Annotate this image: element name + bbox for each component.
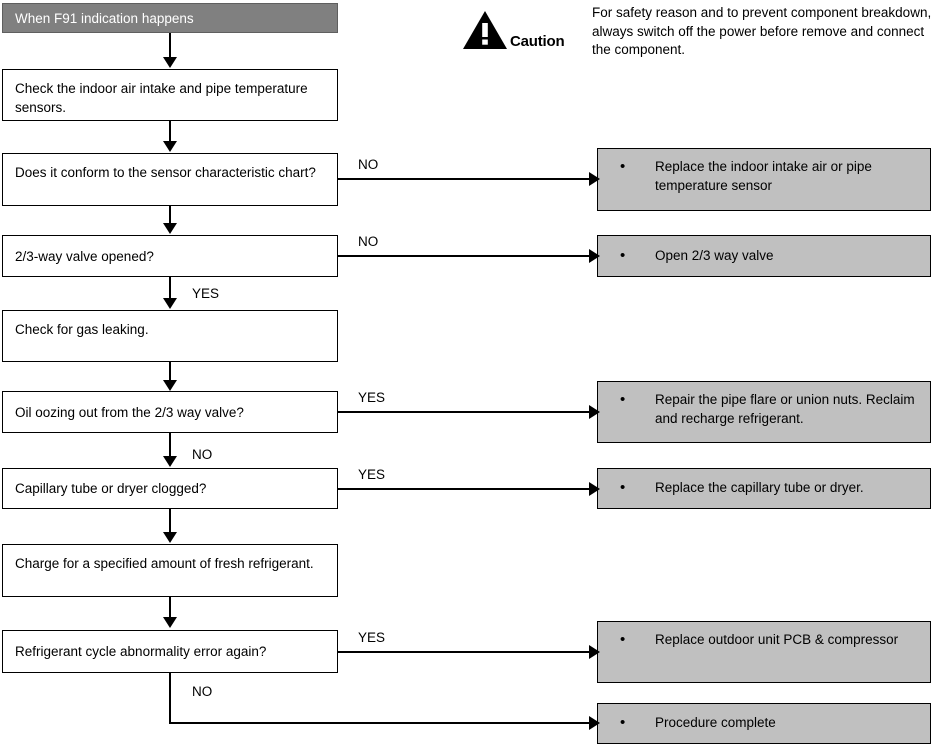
connector-check-sensors-to-conform — [169, 121, 171, 142]
arrowhead-down-3 — [163, 223, 177, 234]
flow-node-charge-refrigerant[interactable]: Charge for a specified amount of fresh r… — [2, 544, 338, 597]
arrowhead-down-5 — [163, 380, 177, 391]
edge-label-valve-yes: YES — [192, 286, 220, 301]
arrowhead-down-2 — [163, 141, 177, 152]
caution-message: For safety reason and to prevent compone… — [592, 5, 932, 57]
flow-node-valve-opened-label: 2/3-way valve opened? — [15, 249, 154, 264]
action-node-replace-sensor-bullet: • — [620, 158, 626, 175]
action-node-open-valve-label: Open 2/3 way valve — [655, 248, 774, 263]
action-node-repair-flare-bullet: • — [620, 391, 626, 408]
edge-label-cycle-no: NO — [192, 684, 213, 699]
action-node-replace-capillary-bullet: • — [620, 479, 626, 496]
flow-node-check-gas-leak[interactable]: Check for gas leaking. — [2, 310, 338, 362]
caution-banner: Caution For safety reason and to prevent… — [462, 4, 932, 68]
arrowhead-down-4 — [163, 298, 177, 309]
arrowhead-right-1 — [589, 172, 600, 186]
action-node-repair-flare[interactable]: • Repair the pipe flare or union nuts. R… — [597, 381, 931, 443]
connector-header-to-check-sensors — [169, 33, 171, 58]
edge-label-cycle-yes: YES — [358, 630, 386, 645]
action-node-open-valve-bullet: • — [620, 247, 626, 264]
flow-node-charge-refrigerant-label: Charge for a specified amount of fresh r… — [15, 556, 314, 571]
flow-node-capillary-clogged[interactable]: Capillary tube or dryer clogged? — [2, 468, 338, 509]
action-node-open-valve[interactable]: • Open 2/3 way valve — [597, 235, 931, 277]
edge-label-oil-no: NO — [192, 447, 213, 462]
connector-valve-no — [338, 255, 593, 257]
connector-conform-no — [338, 178, 593, 180]
arrowhead-down-1 — [163, 57, 177, 68]
flow-node-check-sensors[interactable]: Check the indoor air intake and pipe tem… — [2, 69, 338, 121]
connector-valve-to-gasleak — [169, 277, 171, 299]
arrowhead-right-6 — [589, 716, 600, 730]
flow-node-oil-oozing-label: Oil oozing out from the 2/3 way valve? — [15, 405, 244, 420]
action-node-replace-pcb-label: Replace outdoor unit PCB & compressor — [655, 632, 899, 647]
action-node-procedure-complete[interactable]: • Procedure complete — [597, 703, 931, 744]
flow-node-cycle-abnormality-label: Refrigerant cycle abnormality error agai… — [15, 644, 267, 659]
action-node-replace-pcb[interactable]: • Replace outdoor unit PCB & compressor — [597, 621, 931, 683]
action-node-replace-sensor-label: Replace the indoor intake air or pipe te… — [655, 159, 872, 193]
flow-node-oil-oozing[interactable]: Oil oozing out from the 2/3 way valve? — [2, 391, 338, 433]
connector-capillary-yes — [338, 488, 593, 490]
flow-node-conform-chart-label: Does it conform to the sensor characteri… — [15, 165, 316, 180]
flow-node-cycle-abnormality[interactable]: Refrigerant cycle abnormality error agai… — [2, 630, 338, 673]
edge-label-oil-yes: YES — [358, 390, 386, 405]
arrowhead-right-4 — [589, 482, 600, 496]
flow-node-header-label: When F91 indication happens — [15, 11, 194, 26]
flow-node-check-sensors-label: Check the indoor air intake and pipe tem… — [15, 81, 308, 115]
edge-label-valve-no: NO — [358, 234, 379, 249]
connector-cycle-no-horizontal — [169, 722, 593, 724]
action-node-procedure-complete-label: Procedure complete — [655, 715, 776, 730]
action-node-procedure-complete-bullet: • — [620, 714, 626, 731]
flow-node-check-gas-leak-label: Check for gas leaking. — [15, 322, 149, 337]
arrowhead-down-7 — [163, 532, 177, 543]
action-node-replace-sensor[interactable]: • Replace the indoor intake air or pipe … — [597, 148, 931, 211]
connector-capillary-to-charge — [169, 509, 171, 532]
arrowhead-right-3 — [589, 405, 600, 419]
flow-node-header[interactable]: When F91 indication happens — [2, 3, 338, 33]
connector-cycle-no-vertical — [169, 673, 171, 723]
flow-node-valve-opened[interactable]: 2/3-way valve opened? — [2, 235, 338, 277]
connector-oil-yes — [338, 411, 593, 413]
action-node-replace-capillary[interactable]: • Replace the capillary tube or dryer. — [597, 468, 931, 509]
action-node-replace-pcb-bullet: • — [620, 631, 626, 648]
edge-label-conform-no: NO — [358, 157, 379, 172]
connector-gasleak-to-oil — [169, 362, 171, 381]
edge-label-capillary-yes: YES — [358, 467, 386, 482]
arrowhead-right-5 — [589, 645, 600, 659]
warning-triangle-icon — [463, 11, 507, 49]
action-node-replace-capillary-label: Replace the capillary tube or dryer. — [655, 480, 864, 495]
connector-cycle-yes — [338, 651, 593, 653]
action-node-repair-flare-label: Repair the pipe flare or union nuts. Rec… — [655, 392, 915, 426]
connector-oil-to-capillary — [169, 433, 171, 457]
flow-node-capillary-clogged-label: Capillary tube or dryer clogged? — [15, 481, 207, 496]
connector-conform-to-valve — [169, 206, 171, 224]
connector-charge-to-cycle — [169, 597, 171, 618]
arrowhead-down-6 — [163, 456, 177, 467]
caution-label: Caution — [510, 33, 565, 50]
arrowhead-right-2 — [589, 249, 600, 263]
flow-node-conform-chart[interactable]: Does it conform to the sensor characteri… — [2, 153, 338, 206]
arrowhead-down-8 — [163, 617, 177, 628]
